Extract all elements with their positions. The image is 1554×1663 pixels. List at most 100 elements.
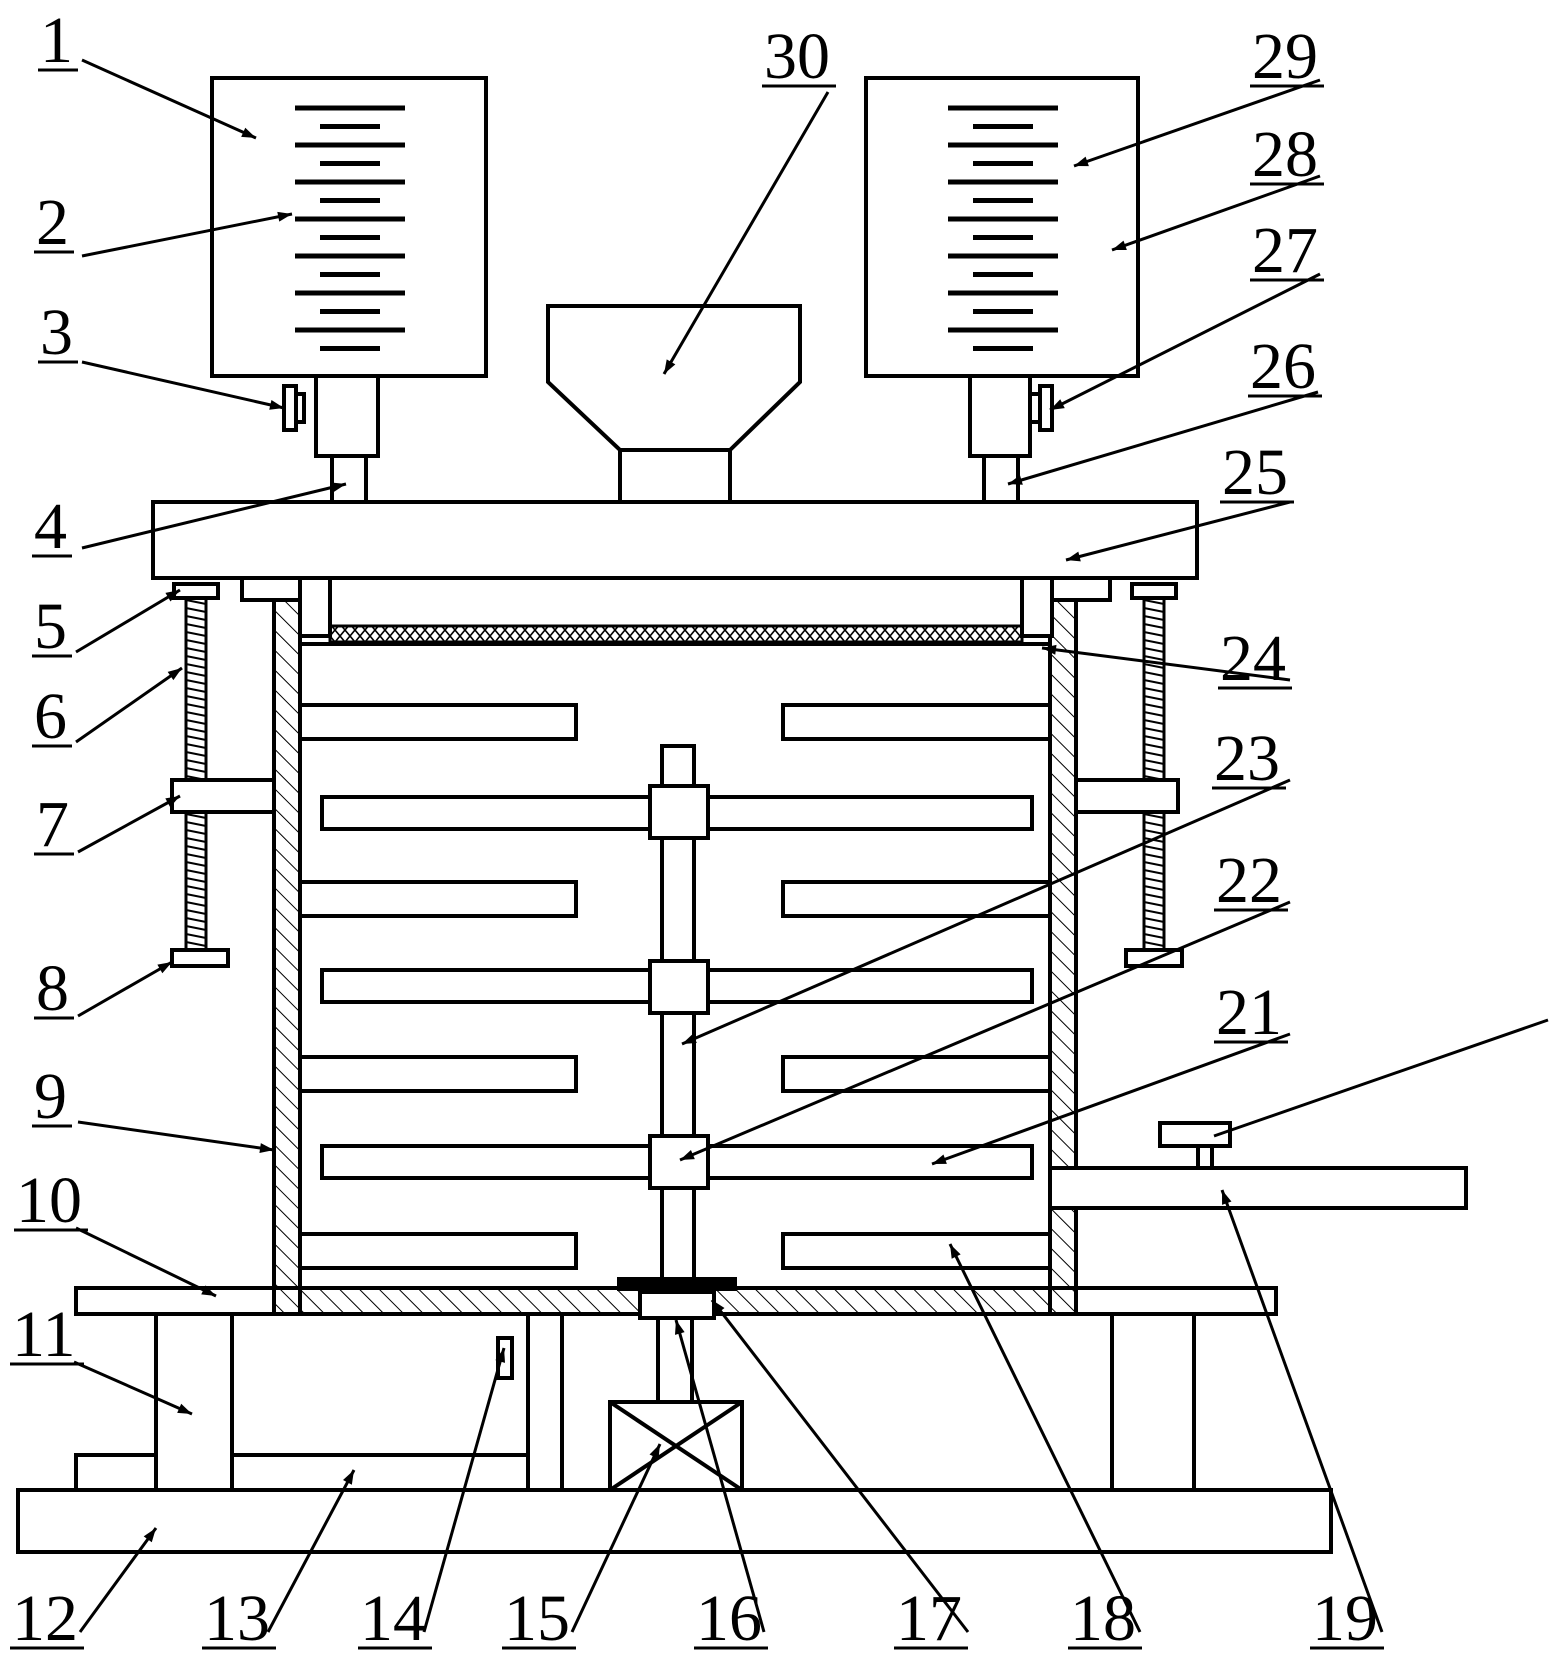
leader-line-17: [710, 1299, 970, 1633]
wall-baffle-l3: [298, 1055, 578, 1093]
thread-mark: [1143, 679, 1165, 685]
wall-baffle-l1: [298, 703, 578, 741]
wall-baffle-r1: [781, 703, 1052, 741]
thread-mark: [185, 599, 207, 605]
thread-mark: [185, 941, 207, 947]
thread-mark: [1143, 853, 1165, 859]
leader-arrow-26: [1008, 475, 1023, 485]
thread-mark: [1143, 735, 1165, 741]
leader-arrow-19: [1222, 1190, 1232, 1205]
bearing-seal-17: [617, 1277, 737, 1291]
thread-mark: [185, 647, 207, 653]
thread-mark: [1143, 695, 1165, 701]
leader-arrow-9: [259, 1143, 274, 1153]
thread-mark: [185, 917, 207, 923]
thread-mark: [1143, 933, 1165, 939]
slider-block-left-7: [170, 778, 276, 814]
part-label-21: 21: [1216, 976, 1282, 1049]
thread-mark: [1143, 607, 1165, 613]
leader-line-outlet-valve: [1213, 1018, 1549, 1138]
thread-mark: [1143, 775, 1165, 781]
left-tank-1: [210, 76, 488, 378]
thread-mark: [1143, 719, 1165, 725]
thread-mark: [1143, 703, 1165, 709]
thread-mark: [1143, 615, 1165, 621]
part-label-6: 6: [34, 680, 67, 753]
thread-mark: [185, 711, 207, 717]
part-label-25: 25: [1222, 436, 1288, 509]
thread-mark: [185, 759, 207, 765]
outlet-valve-handle: [1158, 1121, 1232, 1148]
left-valve-knob: [282, 384, 298, 432]
leader-line-5: [75, 588, 181, 654]
thread-mark: [1143, 623, 1165, 629]
right-valve-knob: [1038, 384, 1054, 432]
leader-line-10: [75, 1226, 217, 1298]
thread-mark: [1143, 727, 1165, 733]
leader-arrow-6: [167, 668, 182, 681]
thread-mark: [185, 845, 207, 851]
leader-arrow-28: [1112, 240, 1127, 251]
thread-mark: [185, 767, 207, 773]
thread-mark: [185, 861, 207, 867]
thread-mark: [185, 679, 207, 685]
leader-arrow-5: [165, 590, 180, 602]
part-label-12: 12: [12, 1582, 78, 1655]
nut-left-5: [172, 582, 220, 600]
thread-mark: [1143, 909, 1165, 915]
thread-mark: [185, 743, 207, 749]
leader-arrow-22: [680, 1149, 695, 1160]
thread-mark: [185, 727, 207, 733]
foot-pad-left-8: [170, 948, 230, 968]
water-tank-13: [230, 1311, 530, 1457]
outlet-valve-stem: [1196, 1144, 1214, 1170]
screw-right-thread: [1143, 599, 1165, 947]
barrel-top-flange-right-inner: [1020, 576, 1054, 638]
part-label-24: 24: [1220, 622, 1286, 695]
thread-mark: [185, 877, 207, 883]
thread-mark: [1143, 861, 1165, 867]
leader-arrow-13: [343, 1470, 354, 1485]
leader-line-4: [81, 482, 347, 550]
thread-mark: [1143, 845, 1165, 851]
thread-mark: [1143, 813, 1165, 819]
leader-arrow-23: [682, 1033, 697, 1044]
part-label-22: 22: [1216, 844, 1282, 917]
thread-mark: [185, 901, 207, 907]
wall-baffle-r2: [781, 880, 1052, 918]
leader-line-19: [1220, 1189, 1384, 1633]
hopper-throat: [618, 448, 732, 504]
part-label-26: 26: [1250, 330, 1316, 403]
leader-line-22: [679, 900, 1291, 1162]
part-label-7: 7: [36, 788, 69, 861]
leader-line-30: [662, 91, 830, 375]
barrel-top-flange-left-inner: [298, 576, 332, 638]
part-label-2: 2: [36, 186, 69, 259]
thread-mark: [185, 671, 207, 677]
thread-mark: [185, 735, 207, 741]
leader-line-26: [1007, 390, 1319, 486]
thread-mark: [1143, 767, 1165, 773]
leader-arrow-29: [1074, 156, 1089, 167]
leader-arrow-24: [1042, 644, 1057, 655]
leader-arrow-3: [269, 400, 284, 410]
right-pipe-26: [982, 454, 1020, 504]
shaft-hub-1: [648, 784, 710, 840]
leader-line-6: [75, 666, 183, 744]
thread-mark: [185, 821, 207, 827]
leader-line-23: [681, 778, 1291, 1046]
right-tank-neck: [968, 374, 1032, 458]
leader-line-9: [77, 1120, 275, 1152]
leader-arrow-4: [331, 482, 346, 493]
thread-mark: [1143, 869, 1165, 875]
leader-line-28: [1111, 174, 1321, 252]
base-plate: [16, 1488, 1333, 1554]
thread-mark: [185, 893, 207, 899]
leader-arrow-15: [649, 1444, 660, 1459]
outlet-pipe-19: [1048, 1166, 1468, 1210]
leader-line-8: [77, 960, 173, 1018]
thread-mark: [185, 639, 207, 645]
thread-mark: [185, 829, 207, 835]
